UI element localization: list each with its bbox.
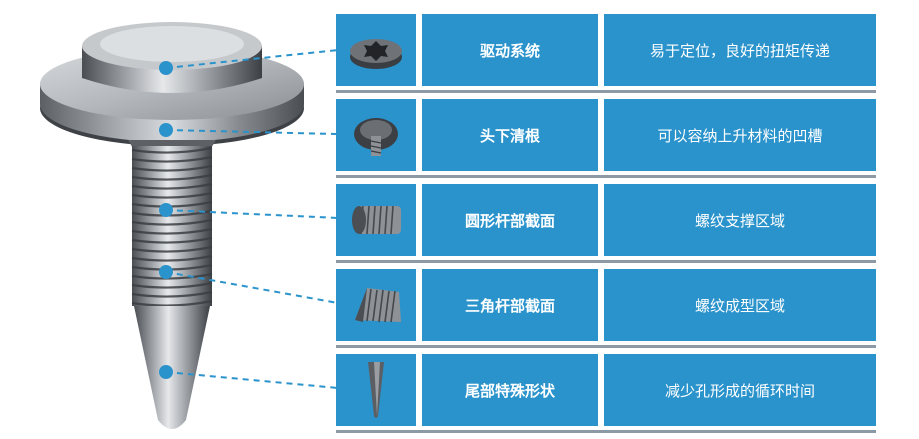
thread-line: [131, 236, 213, 244]
feature-description: 易于定位，良好的扭矩传递: [604, 14, 876, 86]
feature-name: 驱动系统: [422, 14, 598, 86]
row-divider: [336, 430, 876, 433]
thread-line: [131, 155, 213, 163]
feature-row-drive: 驱动系统 易于定位，良好的扭矩传递: [336, 14, 876, 93]
feature-name: 圆形杆部截面: [422, 184, 598, 256]
row-divider: [336, 175, 876, 178]
screw-illustration: [40, 22, 304, 429]
feature-description: 螺纹支撑区域: [604, 184, 876, 256]
row-divider: [336, 260, 876, 263]
thread-line: [131, 191, 213, 199]
feature-name: 尾部特殊形状: [422, 354, 598, 426]
feature-row-round-shank: 圆形杆部截面 螺纹支撑区域: [336, 184, 876, 263]
pointed-tip-icon: [336, 354, 416, 426]
thread-line: [131, 182, 213, 190]
thread-line: [131, 173, 213, 181]
thread-line: [131, 245, 213, 253]
triangular-shank-icon: [336, 269, 416, 341]
round-shank-icon: [336, 184, 416, 256]
under-head-icon: [336, 99, 416, 171]
feature-description: 减少孔形成的循环时间: [604, 354, 876, 426]
feature-description: 可以容纳上升材料的凹槽: [604, 99, 876, 171]
feature-description: 螺纹成型区域: [604, 269, 876, 341]
thread-line: [131, 146, 213, 154]
thread-line: [131, 218, 213, 226]
thread-line: [131, 227, 213, 235]
row-divider: [336, 345, 876, 348]
feature-row-triangular-shank: 三角杆部截面 螺纹成型区域: [336, 269, 876, 348]
thread-line: [131, 254, 213, 262]
feature-row-tip: 尾部特殊形状 减少孔形成的循环时间: [336, 354, 876, 433]
thread-line: [131, 164, 213, 172]
row-divider: [336, 90, 876, 93]
feature-name: 三角杆部截面: [422, 269, 598, 341]
feature-name: 头下清根: [422, 99, 598, 171]
drive-recess-icon: [336, 14, 416, 86]
feature-row-under-head: 头下清根 可以容纳上升材料的凹槽: [336, 99, 876, 178]
